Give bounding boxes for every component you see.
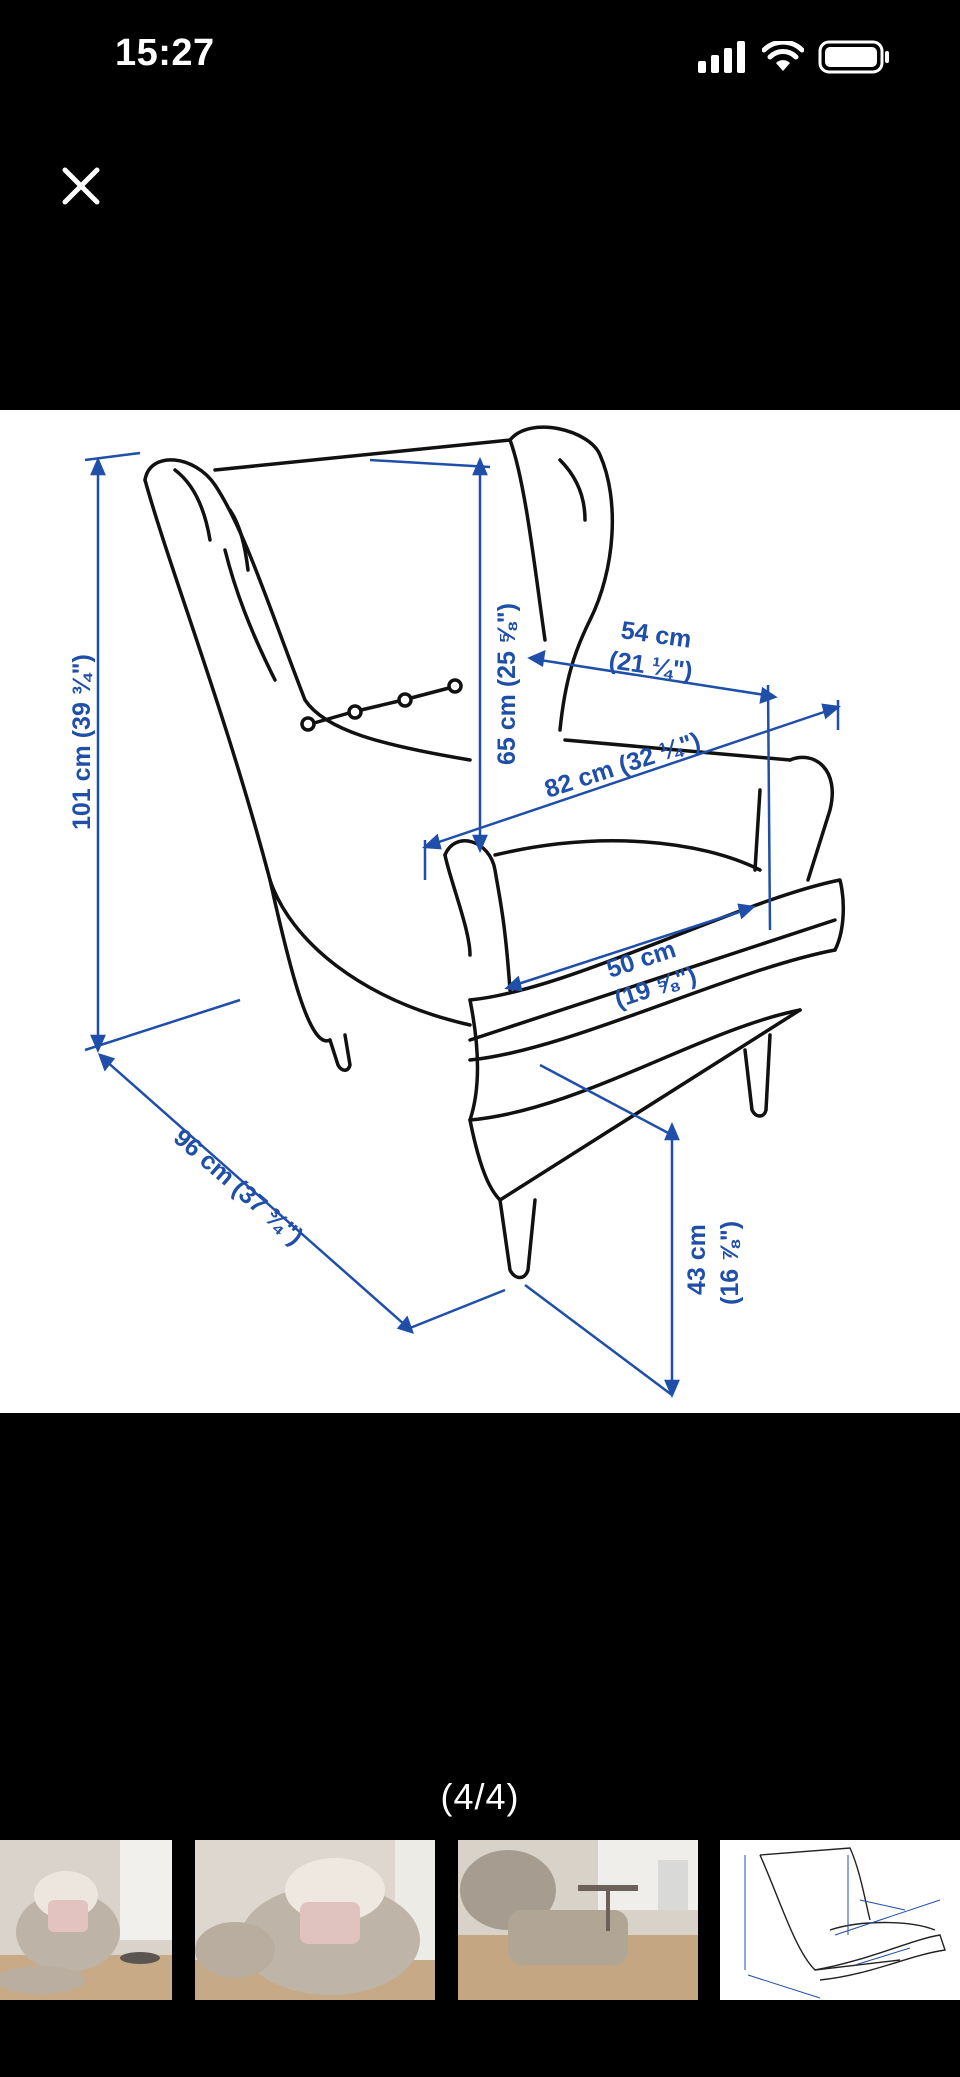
label-seat-height-in: (16 ⅞") — [716, 1221, 744, 1305]
thumbnail-2[interactable] — [195, 1840, 435, 2000]
close-button[interactable] — [50, 155, 112, 217]
chair-line-drawing — [143, 425, 846, 1280]
label-seat-height-cm: 43 cm — [683, 1224, 711, 1295]
dimension-lines — [84, 451, 841, 1399]
thumbnail-3[interactable] — [458, 1840, 698, 2000]
dimension-labels: 101 cm (39 ¾") 65 cm (25 ⅝") 54 cm (21 ¼… — [68, 603, 744, 1305]
status-icons — [698, 40, 890, 74]
status-time: 15:27 — [115, 32, 215, 74]
close-icon — [62, 167, 100, 205]
label-total-height: 101 cm (39 ¾") — [68, 654, 96, 830]
thumbnail-1-image — [0, 1840, 172, 2000]
thumbnail-4-image — [720, 1840, 960, 2000]
thumbnail-1[interactable] — [0, 1840, 172, 2000]
label-back-height: 65 cm (25 ⅝") — [493, 603, 521, 765]
thumbnail-strip — [0, 1840, 960, 2000]
thumbnail-4[interactable] — [720, 1840, 960, 2000]
chair-dimension-diagram: 101 cm (39 ¾") 65 cm (25 ⅝") 54 cm (21 ¼… — [68, 425, 846, 1399]
image-counter: (4/4) — [440, 1776, 520, 1817]
label-total-depth: 96 cm (37 ¾") — [168, 1123, 309, 1250]
image-viewer[interactable]: 101 cm (39 ¾") 65 cm (25 ⅝") 54 cm (21 ¼… — [0, 410, 960, 1413]
battery-icon — [818, 40, 889, 74]
status-bar: 15:27 — [0, 0, 960, 110]
thumbnail-2-image — [195, 1840, 435, 2000]
cellular-signal-icon — [698, 41, 745, 73]
wifi-icon — [762, 41, 804, 71]
thumbnail-3-image — [458, 1840, 698, 2000]
